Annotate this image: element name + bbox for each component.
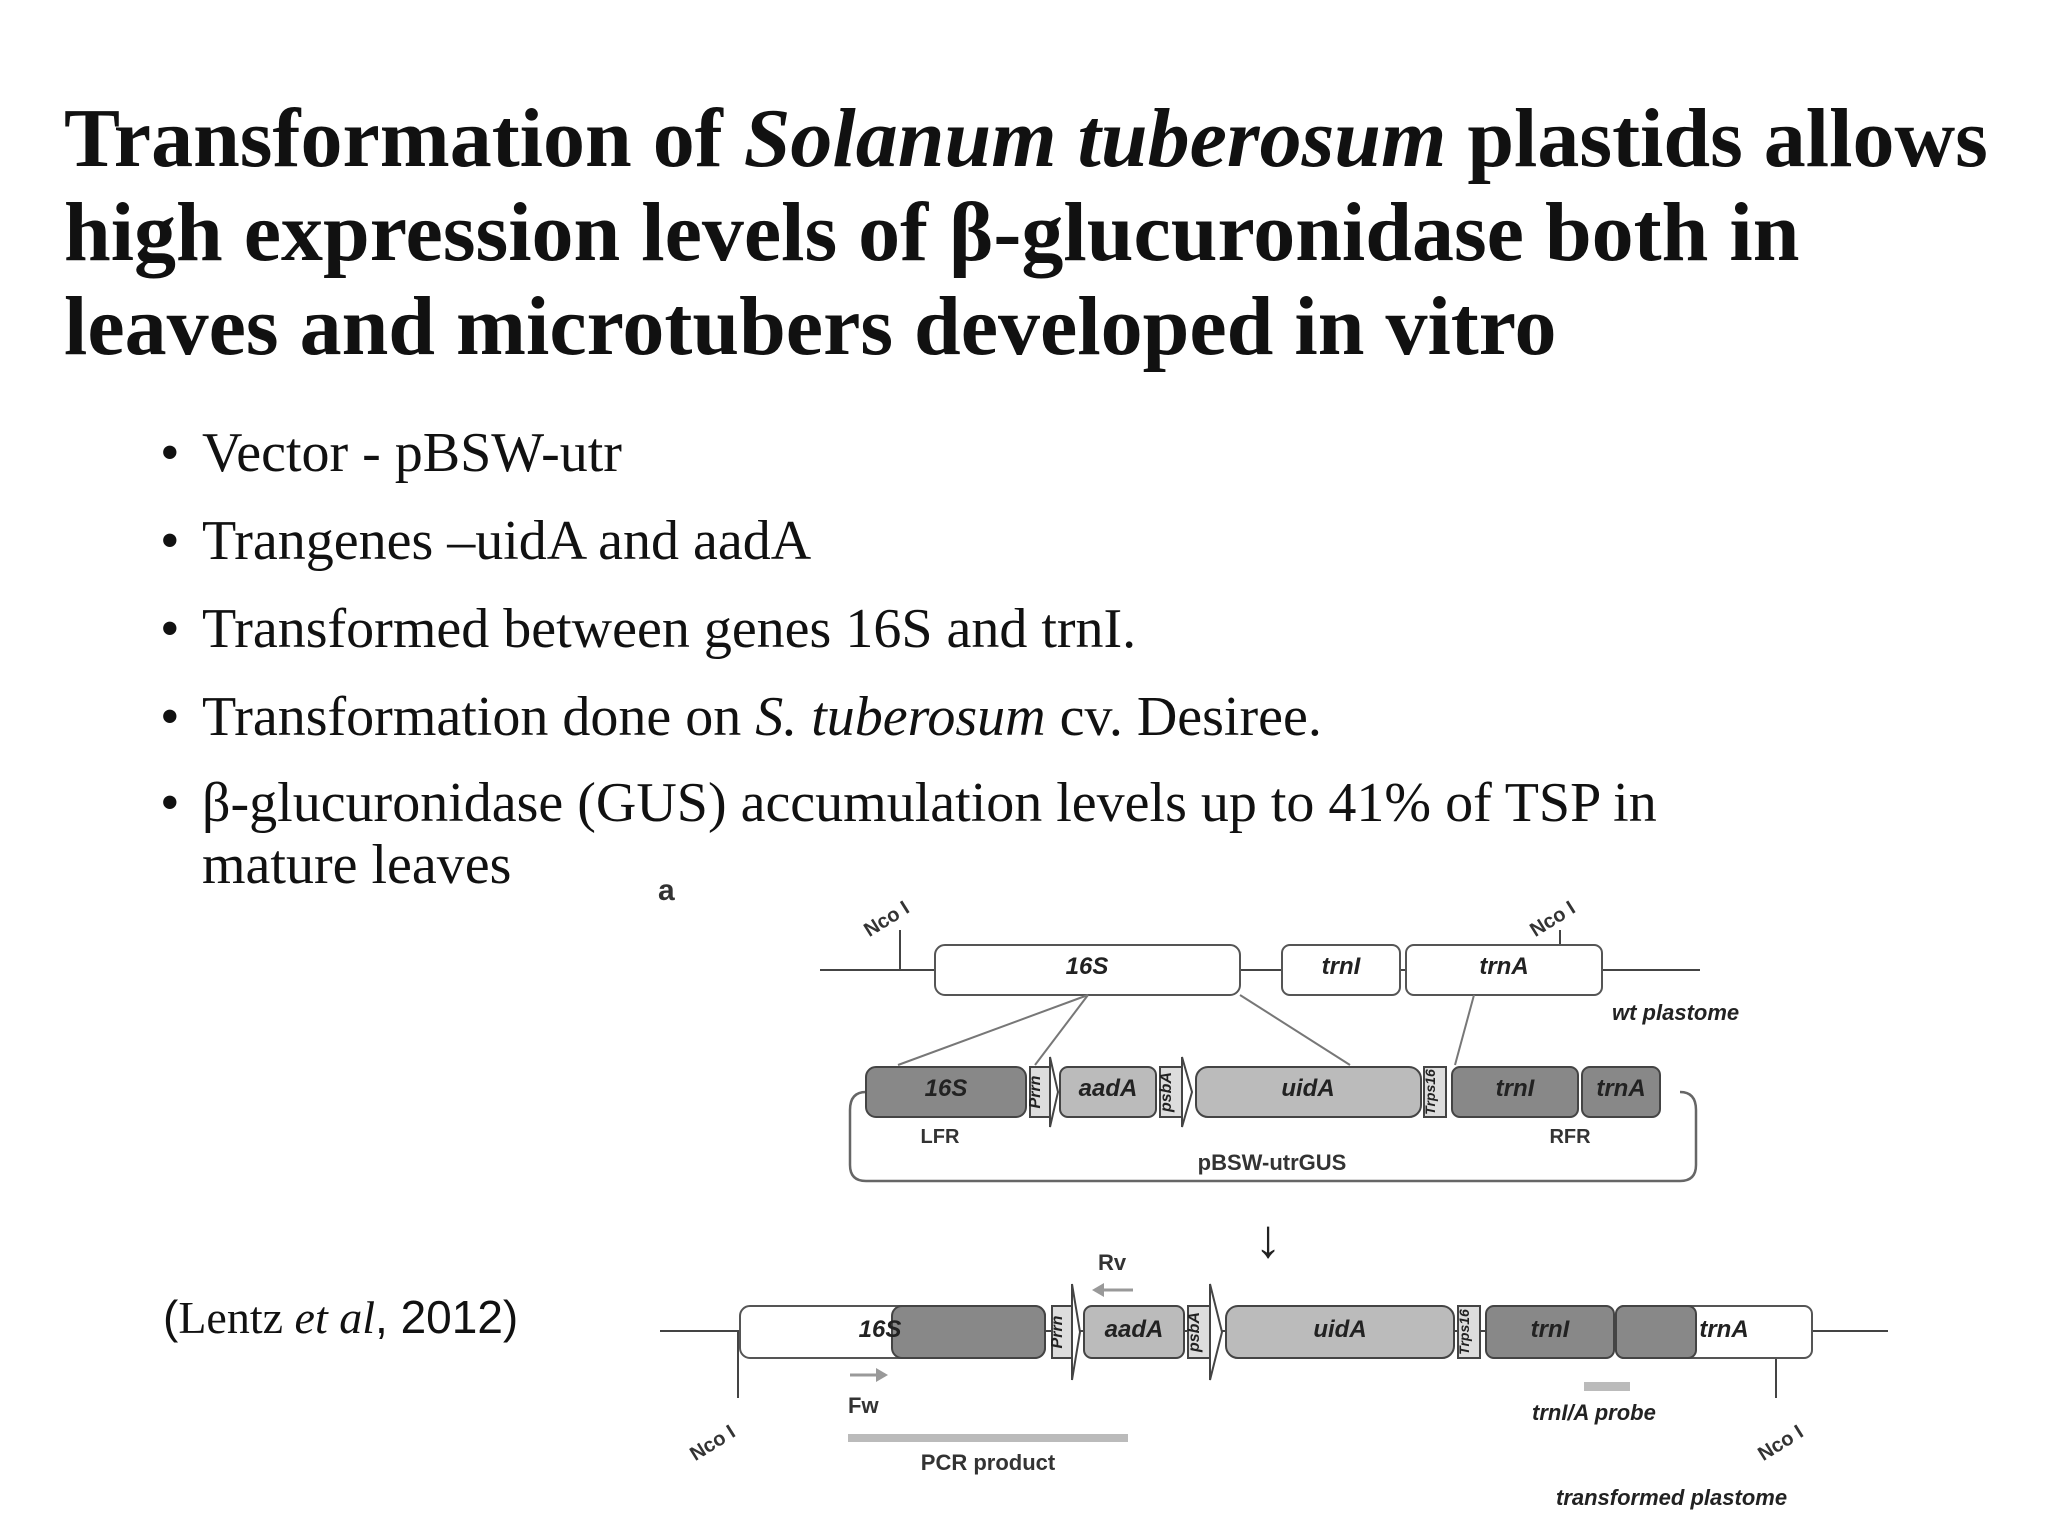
transformed-plastome: Nco I Nco I 16S Prrn aadA psbA uidA Trps…: [660, 1250, 1888, 1510]
vec-psba-label: psbA: [1158, 1072, 1175, 1113]
tr-trni-label: trnI: [1531, 1316, 1571, 1343]
wt-plastome-caption: wt plastome: [1612, 1000, 1739, 1025]
tr-aada-label: aadA: [1105, 1316, 1164, 1343]
wt-16s-label: 16S: [1066, 953, 1109, 980]
title-species: Solanum tuberosum: [743, 92, 1447, 185]
citation-year: , 2012): [375, 1291, 519, 1343]
tr-trps16-label: Trps16: [1456, 1309, 1472, 1355]
vec-aada-box: [1059, 1066, 1157, 1118]
bullet-dot: •: [160, 686, 180, 748]
bullet-dot: •: [160, 422, 180, 484]
tr-16s-label: 16S: [859, 1316, 902, 1343]
down-arrow-icon: ↓: [1255, 1209, 1282, 1269]
tr-ncoi-label-right: Nco I: [1754, 1421, 1807, 1466]
bullet-text: β-glucuronidase (GUS) accumulation level…: [202, 772, 1657, 896]
title-part-2: plastids allows high expression levels o…: [64, 92, 1988, 373]
vec-prrn-label: Prrn: [1027, 1075, 1044, 1108]
vec-trna-box: [1581, 1066, 1661, 1118]
tr-prrn-label: Prrn: [1049, 1315, 1066, 1348]
vector-pbsw-utrgus: 16S Prrn aadA psbA uidA Trps16 trnI trnA…: [848, 1056, 1698, 1183]
transformed-plastome-caption: transformed plastome: [1556, 1485, 1787, 1510]
citation-etal: et al: [294, 1292, 376, 1343]
probe-label: trnI/A probe: [1532, 1400, 1656, 1425]
vec-psba-arrow-icon: [1181, 1056, 1194, 1128]
panel-label: a: [658, 874, 675, 907]
recombination-lines: [897, 994, 1475, 1066]
tr-trps16-box: [1457, 1305, 1481, 1359]
bullet-dot: •: [160, 772, 180, 834]
bullet-item-cultivar: • Transformation done on S. tuberosum cv.…: [160, 684, 1860, 750]
tr-psba-arrow-icon: [1209, 1283, 1224, 1381]
vec-aada-label: aadA: [1079, 1075, 1138, 1102]
bullet-list: • Vector - pBSW-utr • Trangenes –uidA and …: [160, 420, 1860, 918]
crossover-line: [1239, 994, 1351, 1066]
tr-trni-box: [1485, 1305, 1615, 1359]
vector-plasmid-loop: [848, 1090, 1698, 1183]
bullet-dot: •: [160, 598, 180, 660]
wt-trni-label: trnI: [1322, 953, 1362, 980]
wt-trna-box: [1405, 944, 1603, 996]
bullet-item-vector: • Vector - pBSW-utr: [160, 420, 1860, 486]
bullet-item-site: • Transformed between genes 16S and trnI.: [160, 596, 1860, 662]
bullet-text: Transformation done on: [202, 686, 756, 748]
fw-primer-label: Fw: [848, 1393, 879, 1418]
citation-author: Lentz: [178, 1292, 295, 1343]
title-part-1: Transformation of: [64, 92, 744, 185]
vec-trni-label: trnI: [1496, 1075, 1536, 1102]
vec-uida-box: [1195, 1066, 1422, 1118]
citation: (Lentz et al, 2012): [163, 1290, 518, 1344]
vec-trna-label: trnA: [1596, 1075, 1645, 1102]
bullet-text-end: cv. Desiree.: [1045, 686, 1322, 748]
vec-16s-box: [865, 1066, 1027, 1118]
bullet-text: Transformed between genes 16S and trnI.: [202, 598, 1137, 660]
tr-ncoi-label-left: Nco I: [686, 1421, 739, 1466]
vec-prrn-arrow-icon: [1049, 1056, 1060, 1128]
bullet-item-gus-levels: • β-glucuronidase (GUS) accumulation leve…: [160, 772, 1822, 896]
tr-16s-lfr-box: [891, 1305, 1046, 1359]
vec-lfr-label: LFR: [921, 1126, 960, 1148]
slide-title: Transformation of Solanum tuberosum plas…: [64, 92, 2004, 374]
vec-name-label: pBSW-utrGUS: [1198, 1150, 1347, 1175]
crossover-line: [897, 994, 1089, 1066]
fw-primer-arrow-icon: [876, 1368, 888, 1382]
vec-16s-label: 16S: [925, 1075, 968, 1102]
wt-plastome: Nco I Nco I 16S trnI trnA wt plastome: [820, 897, 1739, 1025]
tr-uida-box: [1225, 1305, 1455, 1359]
crossover-line: [1034, 994, 1089, 1066]
wt-ncoi-label-left: Nco I: [860, 897, 913, 942]
rv-primer-label: Rv: [1098, 1250, 1127, 1275]
bullet-text: Vector - pBSW-utr: [202, 422, 622, 484]
wt-trna-label: trnA: [1479, 953, 1528, 980]
tr-psba-label: psbA: [1186, 1312, 1203, 1353]
wt-trni-box: [1281, 944, 1401, 996]
rv-primer-arrow-icon: [1092, 1283, 1104, 1297]
citation-open: (: [163, 1291, 179, 1343]
pcr-product-label: PCR product: [921, 1450, 1056, 1475]
tr-prrn-arrow-icon: [1071, 1283, 1082, 1381]
vec-trps16-box: [1423, 1066, 1447, 1118]
tr-trna-label: trnA: [1699, 1316, 1748, 1343]
tr-uida-label: uidA: [1313, 1316, 1366, 1343]
crossover-line: [1454, 994, 1475, 1066]
tr-trna-rfr-box: [1615, 1305, 1697, 1359]
wt-ncoi-label-right: Nco I: [1526, 897, 1579, 942]
bullet-item-transgenes: • Trangenes –uidA and aadA: [160, 508, 1860, 574]
vec-uida-label: uidA: [1281, 1075, 1334, 1102]
vec-trni-box: [1451, 1066, 1579, 1118]
tr-aada-box: [1083, 1305, 1185, 1359]
pcr-product-bar: [848, 1434, 1128, 1442]
bullet-text: Trangenes –uidA and aadA: [202, 510, 812, 572]
probe-bar: [1584, 1382, 1630, 1391]
vec-trps16-label: Trps16: [1422, 1069, 1438, 1115]
bullet-species: S. tuberosum: [755, 686, 1046, 748]
bullet-dot: •: [160, 510, 180, 572]
vec-rfr-label: RFR: [1549, 1126, 1591, 1148]
